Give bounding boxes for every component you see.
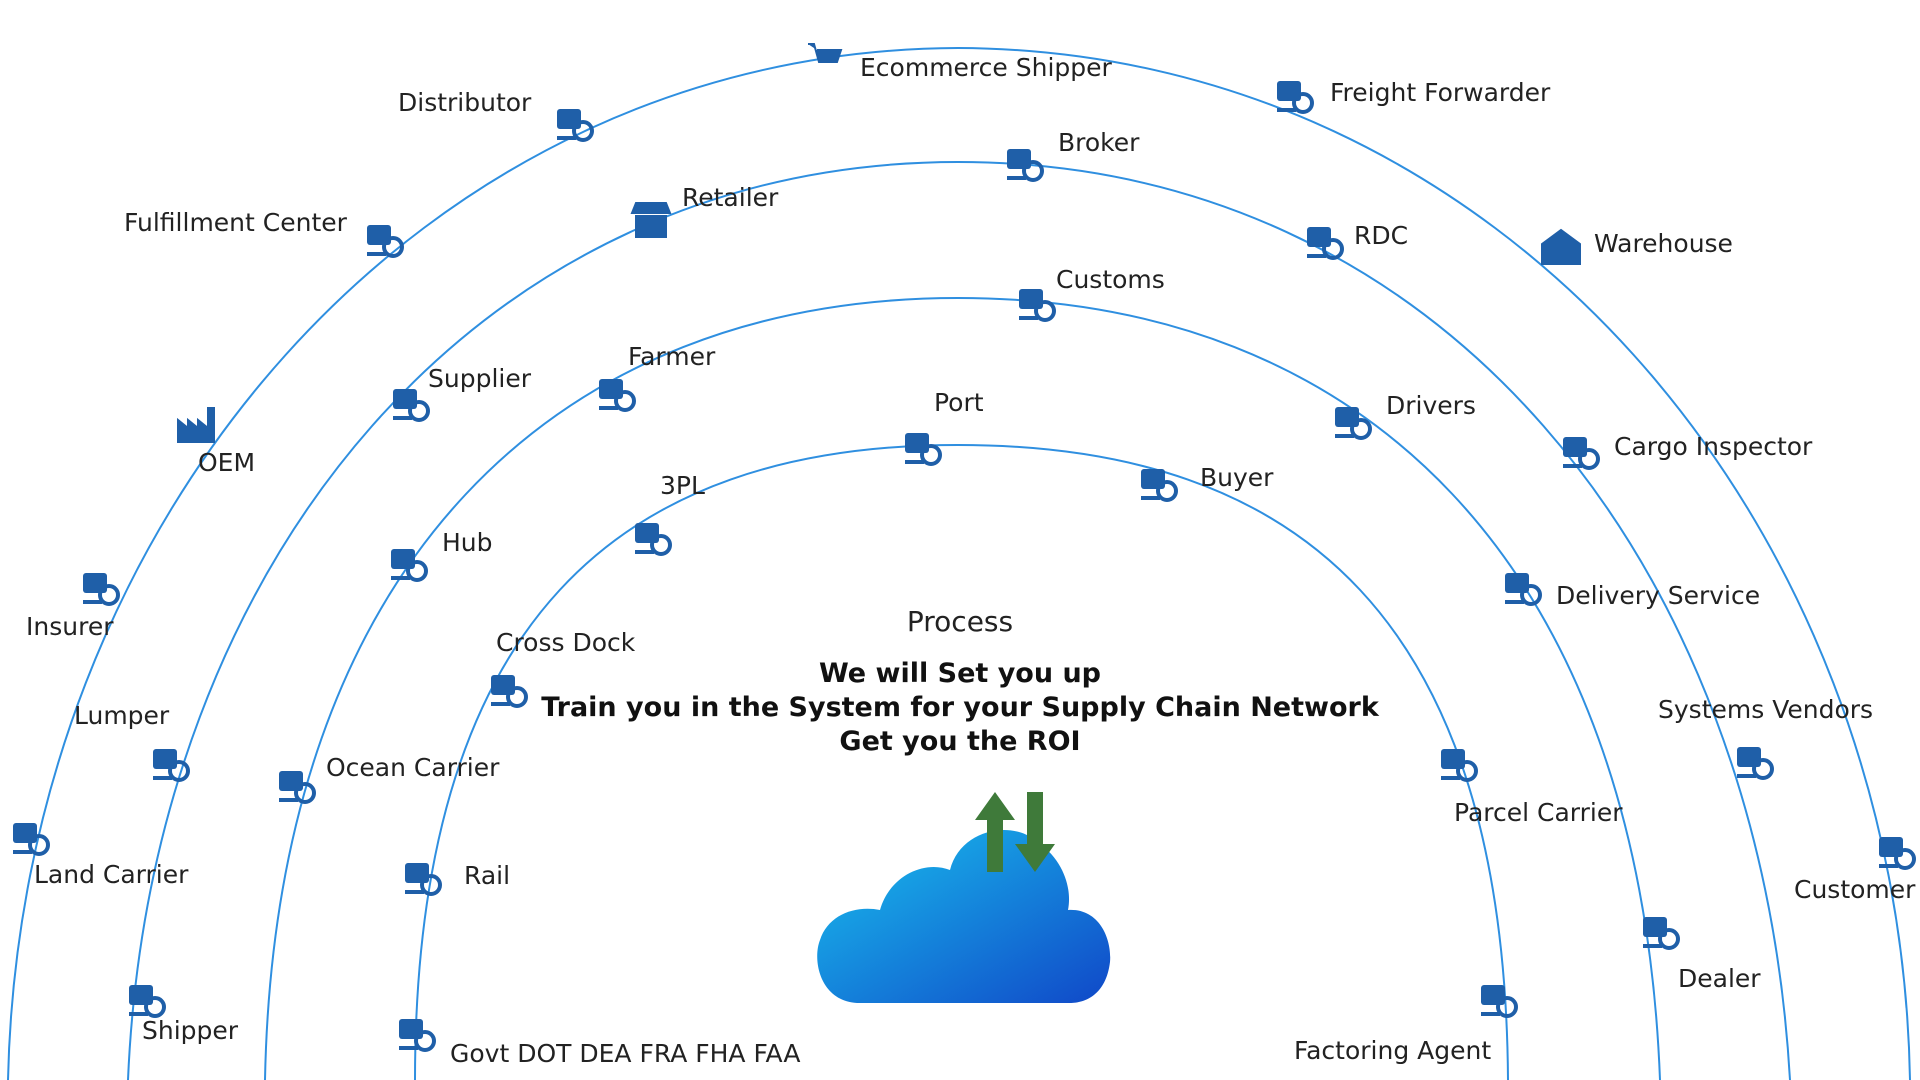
warehouse-icon <box>1541 228 1581 265</box>
node-label-fulfillment-center: Fulfillment Center <box>124 208 347 237</box>
orbit-arc-2 <box>127 160 1791 1080</box>
factory-gear-icon <box>635 523 672 556</box>
conveyor-icon <box>1505 573 1542 606</box>
up-arrow-icon <box>975 792 1015 872</box>
node-label-dealer: Dealer <box>1678 964 1761 993</box>
process-line-3: Get you the ROI <box>839 726 1081 757</box>
cart-icon <box>808 43 843 63</box>
factory-icon <box>177 407 215 443</box>
node-label-broker: Broker <box>1058 128 1140 157</box>
node-label-rdc: RDC <box>1354 221 1409 250</box>
location-truck-icon <box>599 379 636 412</box>
node-label-drivers: Drivers <box>1386 391 1476 420</box>
node-label-systems-vendors: Systems Vendors <box>1658 695 1874 724</box>
map-pin-icon <box>13 823 50 856</box>
node-label-customer: Customer <box>1794 875 1916 904</box>
node-label-shipper: Shipper <box>142 1016 239 1045</box>
cloud-icon <box>817 792 1111 1003</box>
location-truck-icon <box>1007 149 1044 182</box>
gear-tools-icon <box>491 675 528 708</box>
orbit-arc-3 <box>264 296 1661 1080</box>
hub-network-icon <box>1141 469 1178 502</box>
lightbulb-network-icon <box>1643 917 1680 950</box>
orbit-arc-1 <box>7 46 1911 1080</box>
node-label-govt: Govt DOT DEA FRA FHA FAA <box>450 1039 801 1068</box>
driver-icon <box>1335 407 1372 440</box>
plane-truck-icon <box>1277 81 1314 114</box>
process-title: Process <box>906 605 1014 638</box>
conveyor-gear-icon <box>1441 749 1478 782</box>
hardhat-gear-icon <box>1563 437 1600 470</box>
node-label-ocean-carrier: Ocean Carrier <box>326 753 500 782</box>
down-arrow-icon <box>1015 792 1055 872</box>
node-label-customs: Customs <box>1056 265 1165 294</box>
process-line-1: We will Set you up <box>818 658 1102 689</box>
node-label-cargo-inspector: Cargo Inspector <box>1614 432 1813 461</box>
orbit-arc-4 <box>414 443 1509 1080</box>
customer-icon <box>1879 837 1916 870</box>
node-label-3pl: 3PL <box>660 471 705 500</box>
node-label-oem: OEM <box>198 448 256 477</box>
cube-arrows-icon <box>1307 227 1344 260</box>
hand-box-icon <box>129 985 166 1018</box>
distribution-network-icon <box>557 109 594 142</box>
process-line-2: Train you in the System for your Supply … <box>541 692 1379 723</box>
node-label-distributor: Distributor <box>398 88 532 117</box>
node-label-cross-dock: Cross Dock <box>496 628 636 657</box>
node-label-delivery-service: Delivery Service <box>1556 581 1761 610</box>
node-label-insurer: Insurer <box>26 612 114 641</box>
store-icon <box>630 202 672 238</box>
gear-network-icon <box>905 433 942 466</box>
shield-document-icon <box>83 573 120 606</box>
node-label-land-carrier: Land Carrier <box>34 860 189 889</box>
worker-icon <box>153 749 190 782</box>
search-boxes-icon <box>1737 747 1774 780</box>
gear-boxes-icon <box>1481 985 1518 1018</box>
box-clock-icon <box>367 225 404 258</box>
node-label-supplier: Supplier <box>428 364 532 393</box>
robot-arm-icon <box>391 549 428 582</box>
waves-icon <box>279 771 316 804</box>
node-label-rail: Rail <box>464 861 511 890</box>
touch-network-icon <box>399 1019 436 1052</box>
handshake-box-icon <box>393 389 430 422</box>
node-label-buyer: Buyer <box>1200 463 1274 492</box>
node-label-ecommerce-shipper: Ecommerce Shipper <box>860 53 1112 82</box>
node-label-parcel-carrier: Parcel Carrier <box>1454 798 1623 827</box>
node-label-port: Port <box>934 388 984 417</box>
node-label-lumper: Lumper <box>74 701 170 730</box>
node-label-retailer: Retailer <box>682 183 779 212</box>
scanner-icon <box>1019 289 1056 322</box>
node-label-factoring-agent: Factoring Agent <box>1294 1036 1492 1065</box>
node-label-freight-forwarder: Freight Forwarder <box>1330 78 1551 107</box>
node-label-farmer: Farmer <box>628 342 716 371</box>
box-network-icon <box>405 863 442 896</box>
node-label-hub: Hub <box>442 528 493 557</box>
node-label-warehouse: Warehouse <box>1594 229 1733 258</box>
